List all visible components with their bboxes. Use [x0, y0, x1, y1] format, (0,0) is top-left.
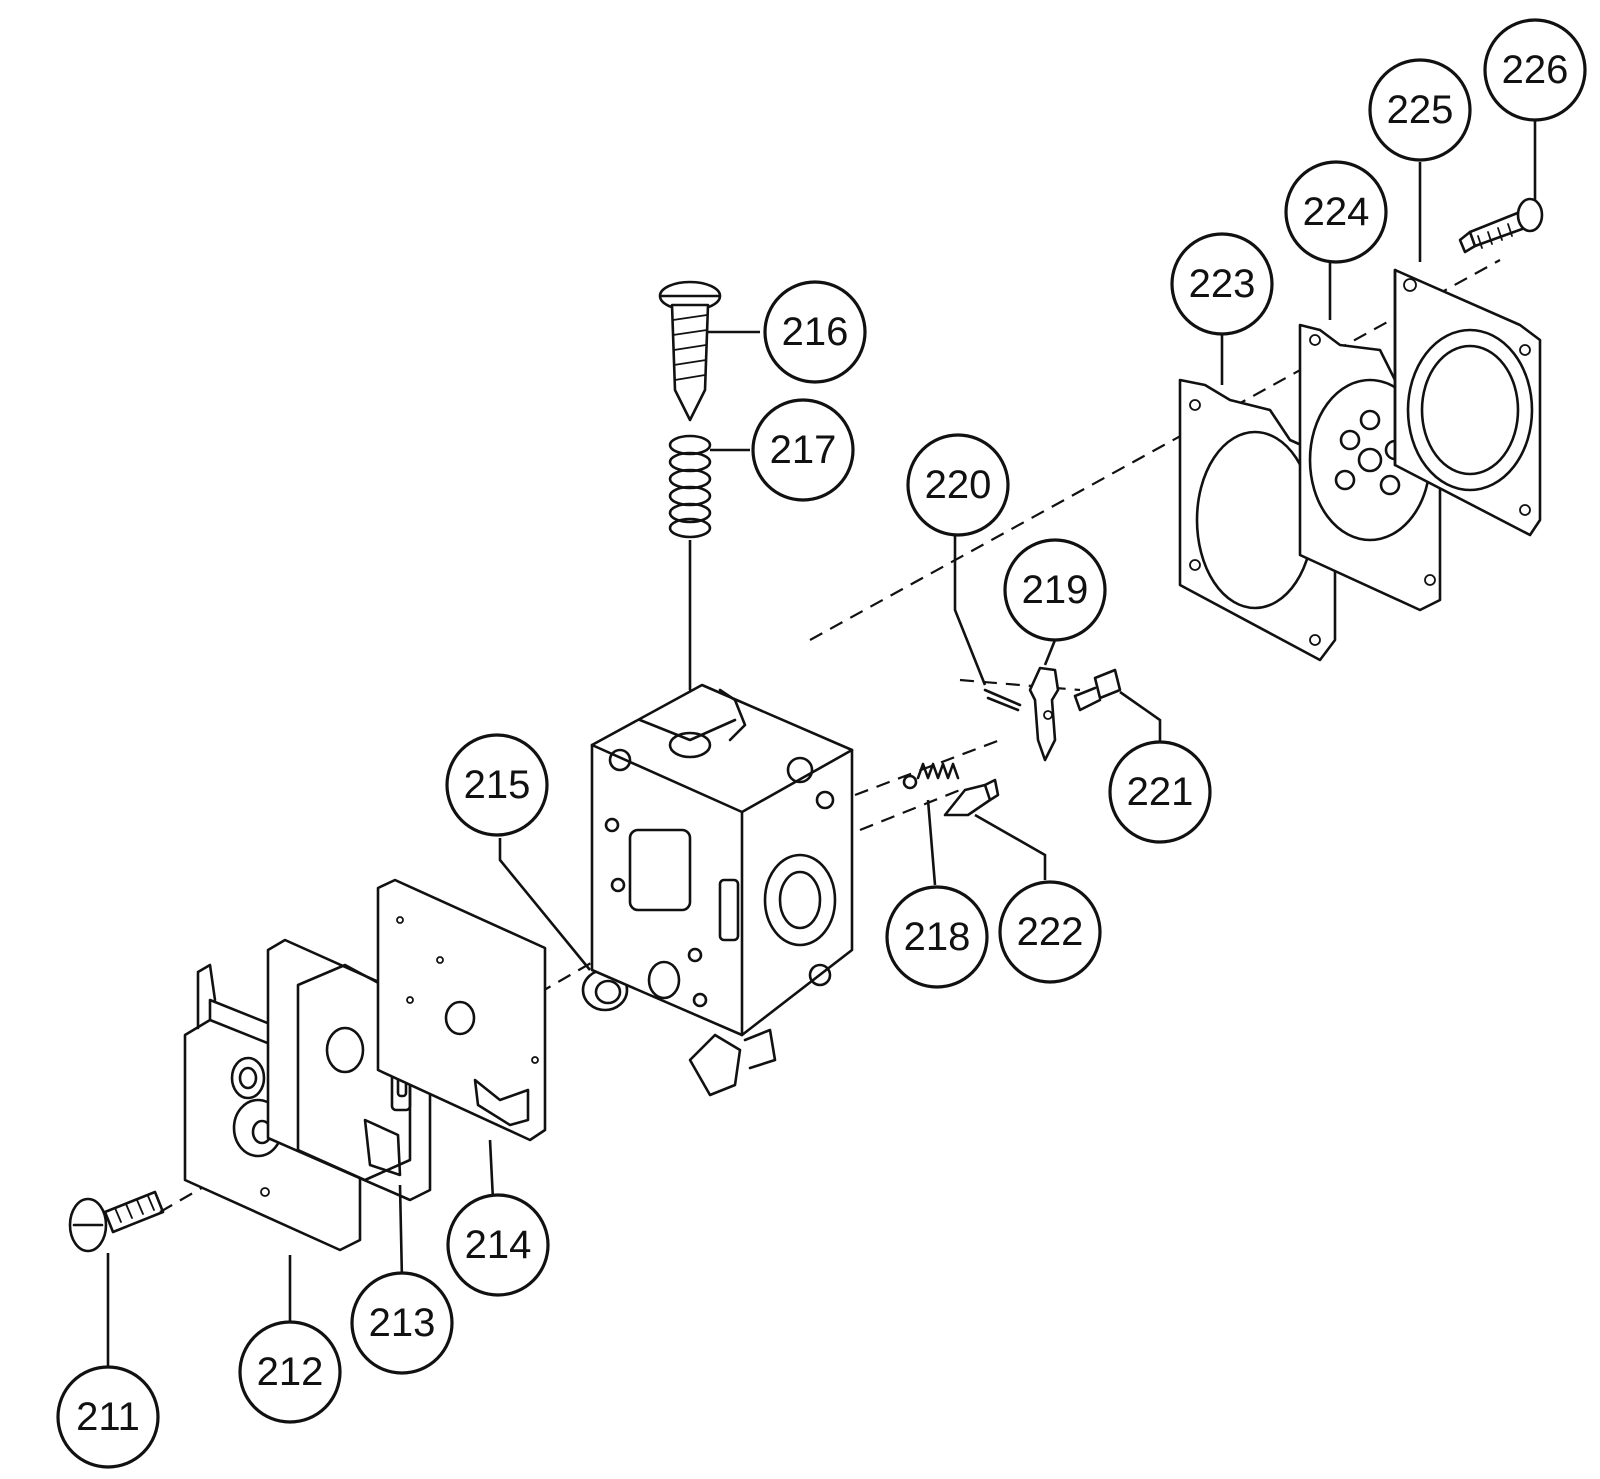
callout-214: 214 [446, 1193, 550, 1297]
callout-215-label: 215 [464, 763, 531, 807]
callout-215: 215 [445, 733, 549, 837]
part-219-lever [1028, 666, 1060, 762]
callout-212: 212 [238, 1320, 342, 1424]
callout-222: 222 [998, 880, 1102, 984]
callout-222-label: 222 [1017, 910, 1084, 954]
part-218-spring [902, 762, 960, 790]
part-217-spring [668, 434, 712, 539]
callout-221: 221 [1108, 740, 1212, 844]
callout-217: 217 [751, 398, 855, 502]
part-222-needle-valve [943, 778, 1000, 817]
callout-219-label: 219 [1022, 568, 1089, 612]
callout-220: 220 [906, 433, 1010, 537]
callout-214-label: 214 [465, 1223, 532, 1267]
callout-226: 226 [1483, 18, 1587, 122]
callout-226-label: 226 [1502, 48, 1569, 92]
callout-216-label: 216 [782, 310, 849, 354]
callout-217-label: 217 [770, 428, 837, 472]
callout-224-label: 224 [1303, 190, 1370, 234]
part-211-screw [68, 1190, 165, 1253]
callout-224: 224 [1284, 160, 1388, 264]
callout-225: 225 [1368, 58, 1472, 162]
callout-221-label: 221 [1127, 770, 1194, 814]
callout-219: 219 [1003, 538, 1107, 642]
callout-212-label: 212 [257, 1350, 324, 1394]
carburetor-body [590, 683, 854, 1097]
leader-lines [106, 118, 1537, 1380]
callout-216: 216 [763, 280, 867, 384]
part-220-pin [983, 688, 1022, 712]
part-226-screw [1458, 197, 1544, 254]
callout-223-label: 223 [1189, 262, 1256, 306]
part-214-diaphragm-plate [376, 878, 547, 1142]
part-221-screw [1073, 668, 1122, 712]
callout-218-label: 218 [904, 915, 971, 959]
callout-223: 223 [1170, 232, 1274, 336]
callout-213-label: 213 [369, 1301, 436, 1345]
part-216-screw [658, 280, 722, 422]
callout-220-label: 220 [925, 463, 992, 507]
part-225-cover [1393, 268, 1542, 537]
callout-218: 218 [885, 885, 989, 989]
callout-211: 211 [56, 1365, 160, 1469]
callout-211-label: 211 [76, 1395, 140, 1439]
callout-213: 213 [350, 1271, 454, 1375]
callout-225-label: 225 [1387, 88, 1454, 132]
